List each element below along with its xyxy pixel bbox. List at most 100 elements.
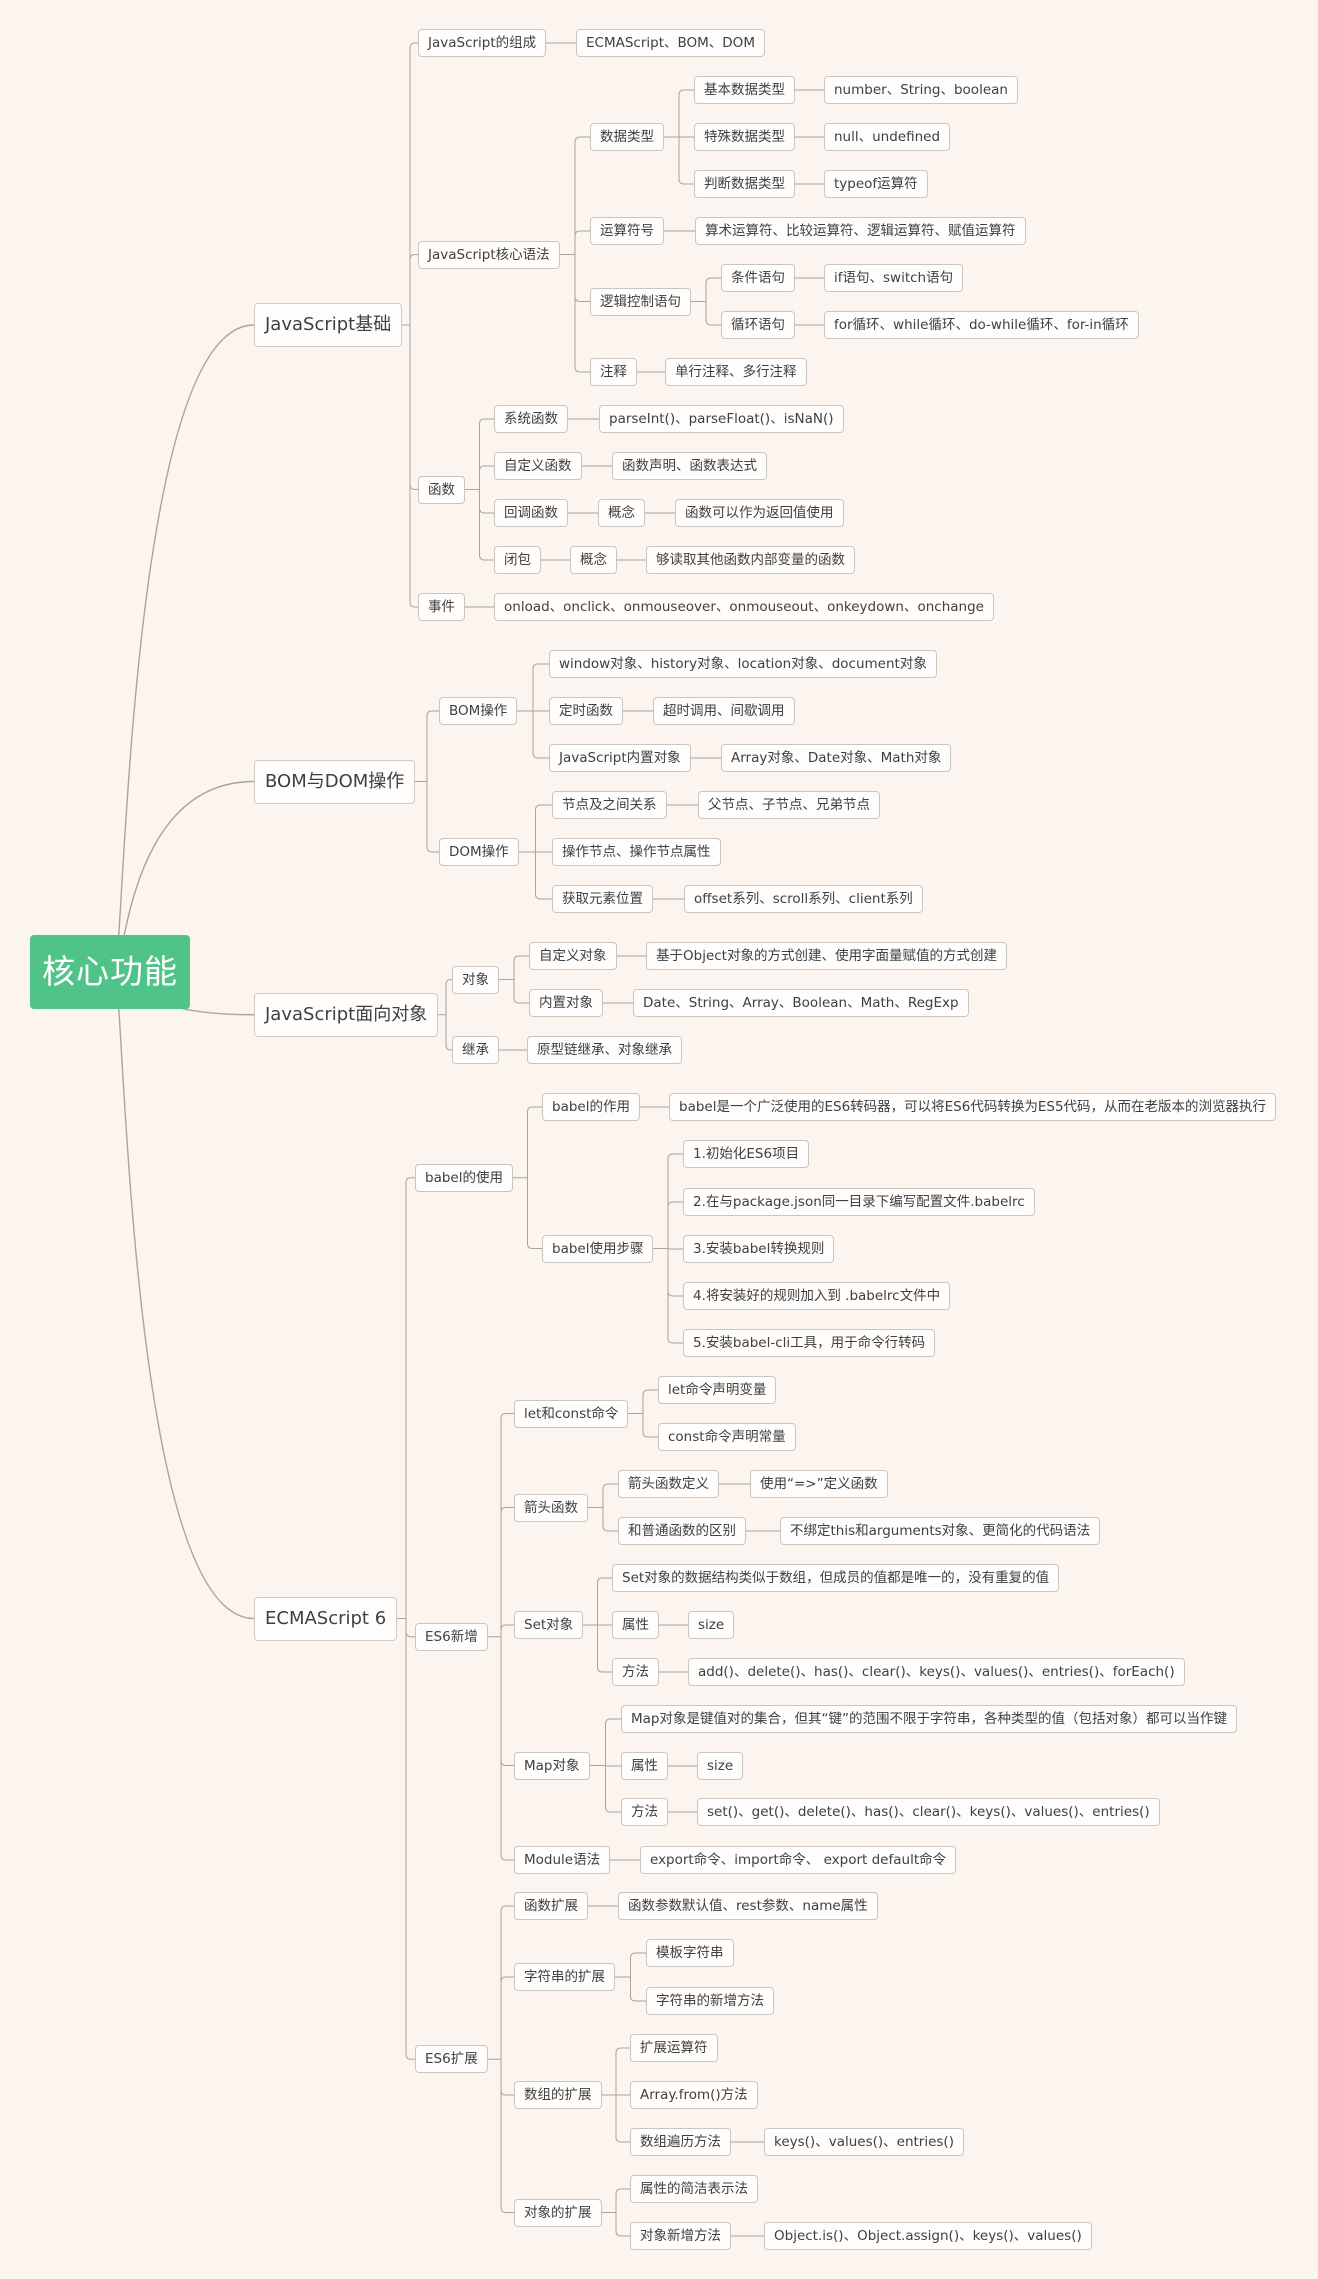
leaf-topic-node[interactable]: 够读取其他函数内部变量的函数	[646, 546, 855, 574]
topic-node[interactable]: 获取元素位置	[552, 885, 653, 913]
topic-node[interactable]: 系统函数	[494, 405, 568, 433]
topic-let-const[interactable]: let和const命令	[514, 1399, 629, 1428]
topic-node[interactable]: 特殊数据类型	[694, 123, 795, 151]
leaf-topic-let[interactable]: let命令声明变量	[658, 1376, 777, 1404]
leaf-topic-set-get-delete-has-clear-keys-values-entries[interactable]: set()、get()、delete()、has()、clear()、keys(…	[697, 1798, 1160, 1826]
leaf-topic-if-switch[interactable]: if语句、switch语句	[824, 264, 964, 292]
topic-node[interactable]: 箭头函数	[514, 1493, 588, 1522]
topic-node[interactable]: 属性	[612, 1611, 659, 1639]
topic-es6[interactable]: ES6新增	[415, 1622, 488, 1651]
leaf-topic-node[interactable]: 字符串的新增方法	[646, 1987, 774, 2015]
topic-node[interactable]: 概念	[598, 499, 645, 527]
topic-node[interactable]: 运算符号	[590, 217, 664, 245]
leaf-topic-ecmascript-bom-dom[interactable]: ECMAScript、BOM、DOM	[576, 29, 765, 57]
leaf-topic-4-babelrc[interactable]: 4.将安装好的规则加入到 .babelrc文件中	[683, 1282, 951, 1310]
topic-module[interactable]: Module语法	[514, 1846, 611, 1874]
topic-node[interactable]: 和普通函数的区别	[618, 1517, 746, 1545]
topic-node[interactable]: 函数	[418, 475, 465, 504]
leaf-topic-node[interactable]: 模板字符串	[646, 1939, 734, 1967]
leaf-topic-number-string-boolean[interactable]: number、String、boolean	[824, 76, 1018, 104]
topic-node[interactable]: 判断数据类型	[694, 170, 795, 198]
leaf-topic-5-babel-cli[interactable]: 5.安装babel-cli工具，用于命令行转码	[683, 1329, 936, 1357]
topic-node[interactable]: 闭包	[494, 546, 541, 574]
leaf-topic-array-date-math[interactable]: Array对象、Date对象、Math对象	[721, 744, 952, 772]
topic-node[interactable]: 字符串的扩展	[514, 1963, 615, 1991]
leaf-topic-keys-values-entries[interactable]: keys()、values()、entries()	[764, 2128, 964, 2156]
topic-set[interactable]: Set对象	[514, 1611, 584, 1639]
leaf-topic-map[interactable]: Map对象是键值对的集合，但其“键”的范围不限于字符串，各种类型的值（包括对象）…	[621, 1705, 1237, 1733]
leaf-topic-typeof[interactable]: typeof运算符	[824, 170, 928, 198]
leaf-topic-2-package-json-babelrc[interactable]: 2.在与package.json同一目录下编写配置文件.babelrc	[683, 1188, 1035, 1216]
leaf-topic-node[interactable]: 算术运算符、比较运算符、逻辑运算符、赋值运算符	[695, 217, 1026, 245]
main-topic-bom-dom[interactable]: BOM与DOM操作	[254, 759, 416, 804]
leaf-topic-date-string-array-boolean-math-regexp[interactable]: Date、String、Array、Boolean、Math、RegExp	[633, 989, 969, 1017]
topic-node[interactable]: 注释	[590, 358, 637, 386]
leaf-topic-window-history-location-document[interactable]: window对象、history对象、location对象、document对象	[549, 650, 937, 678]
topic-node[interactable]: 函数扩展	[514, 1892, 588, 1920]
topic-node[interactable]: 自定义对象	[529, 942, 617, 970]
topic-bom[interactable]: BOM操作	[439, 697, 518, 725]
topic-node[interactable]: 定时函数	[549, 697, 623, 725]
leaf-topic-node[interactable]: 属性的简洁表示法	[630, 2175, 758, 2203]
leaf-topic-size[interactable]: size	[697, 1752, 744, 1780]
leaf-topic-for-while-do-while-for-in[interactable]: for循环、while循环、do-while循环、for-in循环	[824, 311, 1139, 339]
leaf-topic-object[interactable]: 基于Object对象的方式创建、使用字面量赋值的方式创建	[646, 942, 1007, 970]
topic-node[interactable]: 数组遍历方法	[630, 2128, 731, 2156]
main-topic-javascript[interactable]: JavaScript面向对象	[254, 992, 439, 1037]
leaf-topic-object-is-object-assign-keys-values[interactable]: Object.is()、Object.assign()、keys()、value…	[764, 2222, 1092, 2250]
topic-babel[interactable]: babel使用步骤	[542, 1234, 654, 1263]
topic-node[interactable]: 方法	[621, 1798, 668, 1826]
topic-node[interactable]: 节点及之间关系	[552, 791, 667, 819]
leaf-topic-node[interactable]: 原型链继承、对象继承	[527, 1036, 682, 1064]
leaf-topic-onload-onclick-onmouseover-onmouseout-onkeydown-onchange[interactable]: onload、onclick、onmouseover、onmouseout、on…	[494, 593, 994, 621]
leaf-topic-node[interactable]: 超时调用、间歇调用	[653, 697, 795, 725]
topic-node[interactable]: 对象	[452, 965, 499, 994]
leaf-topic-this-arguments[interactable]: 不绑定this和arguments对象、更简化的代码语法	[780, 1517, 1101, 1545]
topic-node[interactable]: 循环语句	[721, 311, 795, 339]
leaf-topic-rest-name[interactable]: 函数参数默认值、rest参数、name属性	[618, 1892, 878, 1920]
leaf-topic-babel-es6-es6-es5[interactable]: babel是一个广泛使用的ES6转码器，可以将ES6代码转换为ES5代码，从而在…	[669, 1093, 1277, 1121]
topic-es6[interactable]: ES6扩展	[415, 2045, 488, 2074]
topic-node[interactable]: 对象新增方法	[630, 2222, 731, 2250]
main-topic-ecmascript-6[interactable]: ECMAScript 6	[254, 1596, 398, 1641]
topic-babel[interactable]: babel的使用	[415, 1163, 513, 1192]
leaf-topic-1-es6[interactable]: 1.初始化ES6项目	[683, 1140, 810, 1168]
topic-map[interactable]: Map对象	[514, 1751, 590, 1780]
topic-javascript[interactable]: JavaScript的组成	[418, 29, 547, 57]
topic-javascript[interactable]: JavaScript内置对象	[549, 744, 691, 772]
topic-node[interactable]: 概念	[570, 546, 617, 574]
topic-node[interactable]: 方法	[612, 1658, 659, 1686]
leaf-topic-size[interactable]: size	[688, 1611, 735, 1639]
topic-node[interactable]: 条件语句	[721, 264, 795, 292]
topic-node[interactable]: 自定义函数	[494, 452, 582, 480]
leaf-topic-parseint-parsefloat-isnan[interactable]: parseInt()、parseFloat()、isNaN()	[599, 405, 844, 433]
topic-node[interactable]: 回调函数	[494, 499, 568, 527]
topic-javascript[interactable]: JavaScript核心语法	[418, 240, 560, 269]
topic-node[interactable]: 继承	[452, 1036, 499, 1064]
leaf-topic-const[interactable]: const命令声明常量	[658, 1423, 796, 1451]
leaf-topic-node[interactable]: 使用“=>”定义函数	[750, 1470, 888, 1498]
topic-node[interactable]: 事件	[418, 593, 465, 621]
leaf-topic-null-undefined[interactable]: null、undefined	[824, 123, 951, 151]
topic-babel[interactable]: babel的作用	[542, 1093, 640, 1121]
leaf-topic-array-from[interactable]: Array.from()方法	[630, 2081, 758, 2109]
leaf-topic-set[interactable]: Set对象的数据结构类似于数组，但成员的值都是唯一的，没有重复的值	[612, 1564, 1060, 1592]
leaf-topic-3-babel[interactable]: 3.安装babel转换规则	[683, 1235, 835, 1263]
main-topic-javascript[interactable]: JavaScript基础	[254, 303, 403, 347]
topic-node[interactable]: 箭头函数定义	[618, 1470, 719, 1498]
leaf-topic-node[interactable]: 操作节点、操作节点属性	[552, 838, 721, 866]
leaf-topic-node[interactable]: 函数声明、函数表达式	[612, 452, 767, 480]
leaf-topic-node[interactable]: 单行注释、多行注释	[665, 358, 807, 386]
topic-node[interactable]: 基本数据类型	[694, 76, 795, 104]
topic-node[interactable]: 数据类型	[590, 123, 664, 151]
leaf-topic-node[interactable]: 扩展运算符	[630, 2034, 718, 2062]
leaf-topic-add-delete-has-clear-keys-values-entries-foreach[interactable]: add()、delete()、has()、clear()、keys()、valu…	[688, 1658, 1185, 1686]
root-topic-node[interactable]: 核心功能	[30, 934, 190, 1009]
topic-node[interactable]: 对象的扩展	[514, 2198, 602, 2227]
topic-node[interactable]: 内置对象	[529, 989, 603, 1017]
topic-node[interactable]: 属性	[621, 1752, 668, 1780]
leaf-topic-offset-scroll-client[interactable]: offset系列、scroll系列、client系列	[684, 885, 923, 913]
topic-node[interactable]: 数组的扩展	[514, 2081, 602, 2109]
leaf-topic-node[interactable]: 父节点、子节点、兄弟节点	[698, 791, 880, 819]
leaf-topic-node[interactable]: 函数可以作为返回值使用	[675, 499, 844, 527]
